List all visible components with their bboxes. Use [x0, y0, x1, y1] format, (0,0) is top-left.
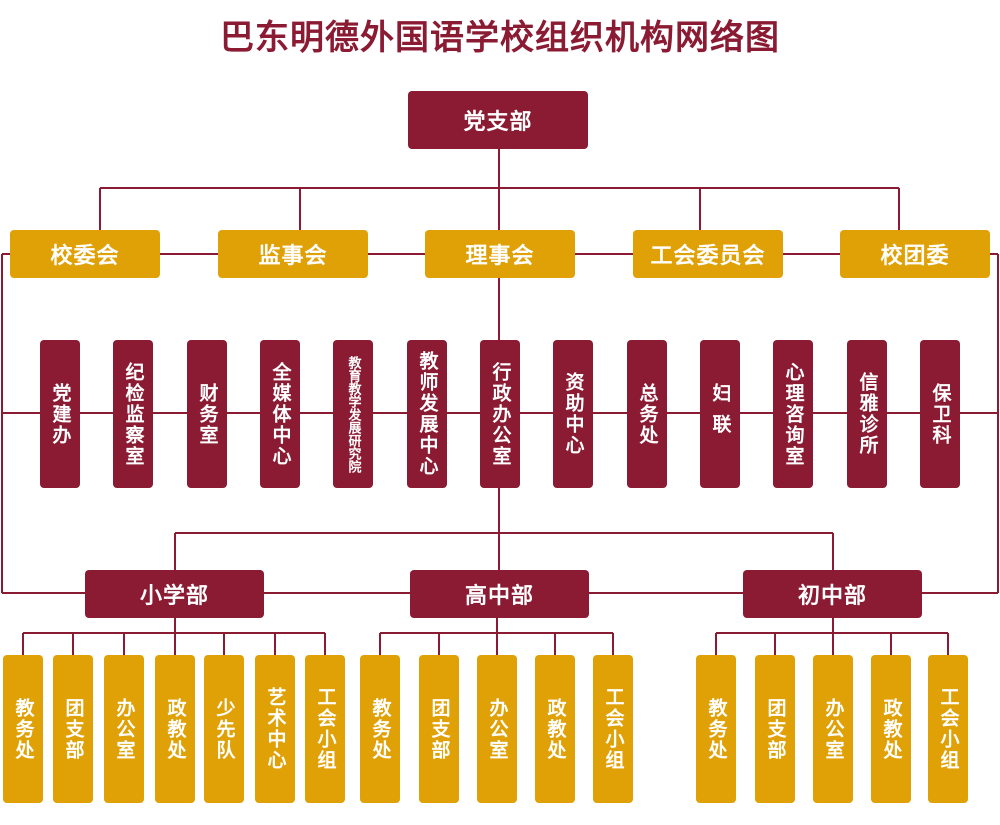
unit-elementary-pioneers: 少先队: [204, 655, 244, 803]
unit-elementary-academic: 教务处: [3, 655, 43, 803]
division-middle-school: 初中部: [743, 570, 922, 618]
node-supervisory-board: 监事会: [218, 230, 368, 278]
dept-womens-federation: 妇联: [700, 340, 740, 488]
dept-research-institute: 教育教学发展研究院: [333, 340, 373, 488]
dept-admin-office: 行政办公室: [480, 340, 520, 488]
unit-elementary-league: 团支部: [53, 655, 93, 803]
node-union-committee: 工会委员会: [633, 230, 783, 278]
unit-high-union: 工会小组: [593, 655, 633, 803]
unit-elementary-office: 办公室: [104, 655, 144, 803]
dept-counseling-room: 心理咨询室: [773, 340, 813, 488]
unit-middle-academic: 教务处: [696, 655, 736, 803]
unit-high-academic: 教务处: [360, 655, 400, 803]
unit-elementary-moral: 政教处: [155, 655, 195, 803]
division-high-school: 高中部: [410, 570, 589, 618]
node-school-committee: 校委会: [10, 230, 160, 278]
dept-media-center: 全媒体中心: [260, 340, 300, 488]
node-youth-league: 校团委: [840, 230, 990, 278]
dept-general-affairs: 总务处: [627, 340, 667, 488]
page-title: 巴东明德外国语学校组织机构网络图: [220, 18, 780, 58]
unit-middle-moral: 政教处: [871, 655, 911, 803]
dept-clinic: 信雅诊所: [847, 340, 887, 488]
node-board-of-directors: 理事会: [425, 230, 575, 278]
unit-elementary-union: 工会小组: [305, 655, 345, 803]
unit-high-moral: 政教处: [535, 655, 575, 803]
unit-high-office: 办公室: [477, 655, 517, 803]
dept-discipline-office: 纪检监察室: [113, 340, 153, 488]
unit-high-league: 团支部: [419, 655, 459, 803]
unit-middle-office: 办公室: [813, 655, 853, 803]
division-elementary: 小学部: [85, 570, 264, 618]
node-party-branch: 党支部: [408, 91, 588, 149]
unit-elementary-arts: 艺术中心: [255, 655, 295, 803]
dept-finance-office: 财务室: [187, 340, 227, 488]
dept-security: 保卫科: [920, 340, 960, 488]
dept-teacher-development: 教师发展中心: [407, 340, 447, 488]
unit-middle-league: 团支部: [755, 655, 795, 803]
dept-party-office: 党建办: [40, 340, 80, 488]
dept-aid-center: 资助中心: [553, 340, 593, 488]
unit-middle-union: 工会小组: [928, 655, 968, 803]
